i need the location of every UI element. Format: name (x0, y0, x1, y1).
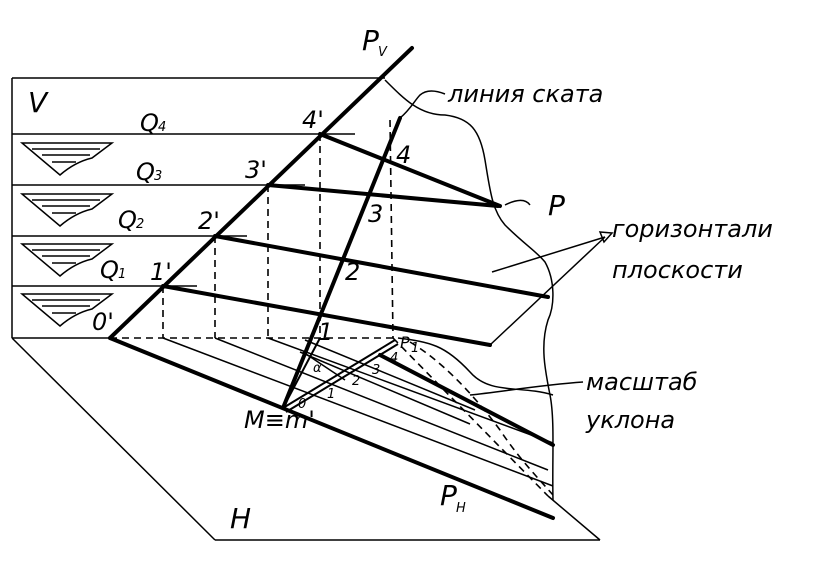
label-plane-v: V (28, 86, 49, 119)
label-q2: Q (118, 206, 137, 234)
plane-v-frame (11, 77, 385, 339)
label-scale-1: 1 (327, 387, 335, 402)
plane-h-frame (11, 337, 601, 541)
label-scale-4: 4 (390, 351, 398, 366)
label-1: 1 (318, 318, 333, 346)
label-scale-2: 2 (352, 374, 360, 389)
label-ph: P (440, 479, 457, 512)
label-plane-h: H (230, 502, 251, 535)
annotation-leaders (399, 90, 614, 396)
annotation-slope-line: линия ската (447, 80, 603, 108)
label-m: M≡m' (244, 406, 315, 434)
trace-pv (108, 46, 414, 340)
projection-lines (110, 119, 549, 497)
label-alpha: α (313, 361, 322, 376)
label-p: P (548, 189, 565, 222)
label-q4: Q (140, 109, 159, 137)
label-4prime: 4' (302, 106, 324, 134)
label-1prime: 1' (150, 258, 172, 286)
label-scale-0: 0 (298, 397, 306, 412)
label-2prime: 2' (198, 207, 220, 235)
label-q4-sub: 4 (158, 120, 166, 135)
label-q1: Q (100, 256, 119, 284)
plane-p-outline (384, 79, 554, 501)
label-3: 3 (368, 200, 383, 228)
h-projections (162, 337, 555, 487)
annotation-horizontals-2: плоскости (612, 256, 743, 284)
annotation-scale-1: масштаб (586, 368, 698, 396)
annotation-scale-2: уклона (585, 406, 675, 434)
water-level-symbols (19, 142, 115, 327)
label-2: 2 (345, 258, 360, 286)
label-3prime: 3' (245, 156, 267, 184)
trace-ph (108, 336, 555, 520)
label-4: 4 (396, 141, 411, 169)
label-0prime: 0' (92, 308, 114, 336)
label-ph-sub: H (456, 501, 466, 516)
label-q3: Q (136, 158, 155, 186)
label-p1: P (400, 333, 410, 352)
annotation-horizontals-1: горизонтали (612, 215, 773, 243)
label-pv-sub: V (378, 45, 388, 60)
plane-horizontals (161, 132, 550, 347)
label-q1-sub: 1 (118, 267, 126, 282)
plane-traces (108, 46, 555, 520)
label-scale-3: 3 (372, 363, 380, 378)
slope-line (281, 116, 402, 410)
label-q3-sub: 3 (154, 169, 162, 184)
slope-scale (282, 339, 399, 413)
label-q2-sub: 2 (136, 217, 144, 232)
label-p1-sub: 1 (411, 341, 419, 356)
label-pv: P (362, 24, 379, 57)
